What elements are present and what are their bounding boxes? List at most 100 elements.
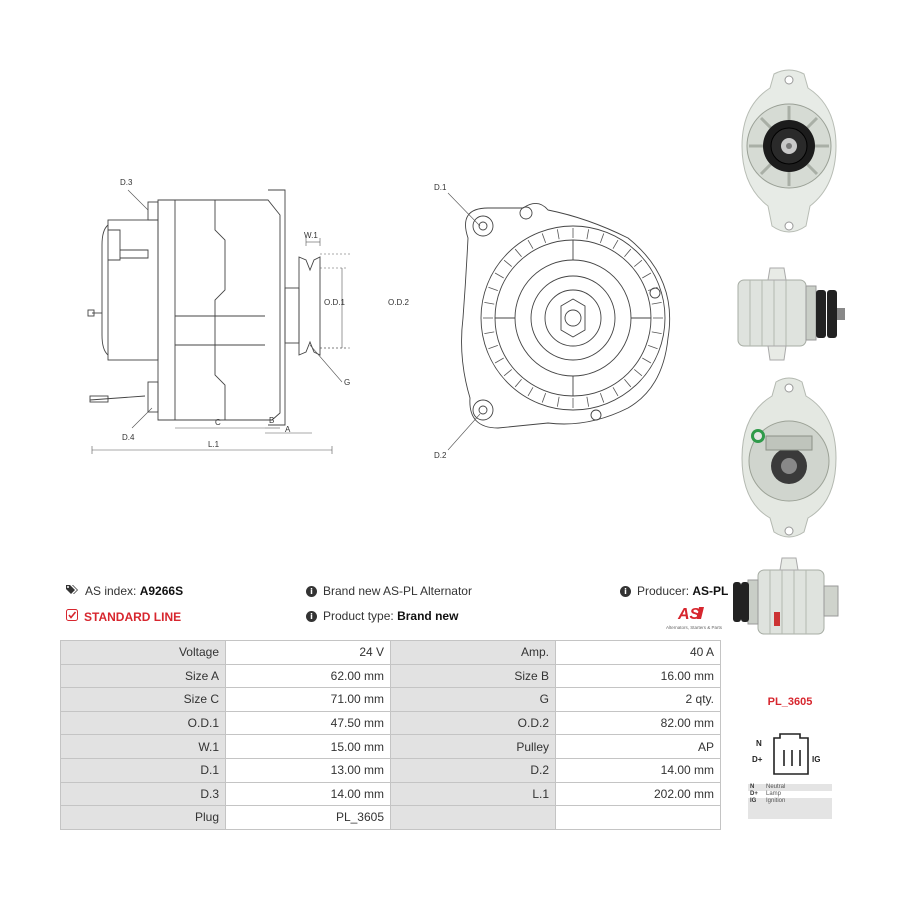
vent-slot — [624, 379, 632, 388]
label-b: B — [269, 416, 274, 425]
vent-slot — [642, 272, 652, 279]
standard-line-label: STANDARD LINE — [84, 609, 182, 624]
legend-desc: Neutral — [764, 784, 832, 791]
label-w1: W.1 — [304, 231, 318, 240]
spec-value: 71.00 mm — [225, 687, 391, 712]
legend-desc: Lamp — [766, 791, 782, 797]
as-index: AS index: A9266S — [66, 584, 183, 598]
product-type-value: Brand new — [397, 609, 459, 623]
spec-value: 14.00 mm — [555, 757, 721, 783]
label-g: G — [344, 378, 350, 387]
producer: i Producer: AS-PL — [620, 584, 728, 598]
vent-slot — [556, 396, 560, 407]
vent-slot — [503, 369, 512, 377]
label-d2: D.2 — [434, 451, 447, 460]
spec-value: 82.00 mm — [555, 710, 721, 736]
vent-slot — [612, 387, 619, 397]
tags-icon — [66, 584, 79, 598]
spec-key: Voltage — [60, 640, 226, 665]
spec-key — [390, 805, 556, 830]
product-photo-side — [737, 267, 845, 361]
label-d3: D.3 — [120, 178, 133, 187]
spec-key: G — [390, 687, 556, 712]
spec-value: 14.00 mm — [225, 781, 391, 807]
vent-slot — [651, 331, 662, 335]
legend-row: D+Lamp — [748, 791, 832, 798]
producer-label: Producer: — [637, 584, 690, 598]
as-logo: AS Alternators, Starters & Parts — [666, 606, 723, 630]
vent-slot — [527, 239, 534, 249]
spec-value: 40 A — [555, 640, 721, 665]
standard-line-badge: STANDARD LINE — [66, 609, 181, 624]
spec-key: O.D.2 — [390, 710, 556, 736]
spec-value: AP — [555, 734, 721, 759]
logo-tagline: Alternators, Starters & Parts — [666, 625, 723, 630]
spec-key: Amp. — [390, 640, 556, 665]
legend-row-empty — [748, 812, 832, 819]
as-index-label: AS index: — [85, 584, 137, 598]
vent-slot — [586, 229, 590, 240]
product-photo-side-angle — [733, 557, 839, 635]
label-d1: D.1 — [434, 183, 447, 192]
vent-slot — [599, 393, 605, 403]
label-l1: L.1 — [208, 440, 220, 449]
label-d4: D.4 — [122, 433, 135, 442]
spec-value: 16.00 mm — [555, 663, 721, 689]
vent-slot — [488, 286, 498, 292]
label-od2: O.D.2 — [388, 298, 409, 307]
legend-code: IG — [748, 798, 764, 805]
vent-slot — [651, 301, 662, 305]
od2-label-holder: O.D.2 — [388, 298, 409, 307]
vent-slot — [494, 272, 504, 279]
info-icon: i — [306, 610, 317, 622]
pin-ig: IG — [812, 755, 820, 764]
vent-slot — [648, 286, 658, 292]
vent-slot — [634, 369, 643, 377]
label-c: C — [215, 418, 221, 427]
vent-slot — [624, 248, 632, 257]
vent-slot — [514, 379, 522, 388]
pin-dplus: D+ — [752, 755, 763, 764]
info-icon: i — [620, 585, 631, 597]
spec-key: Pulley — [390, 734, 556, 759]
vent-slot — [503, 259, 512, 267]
vent-slot — [488, 344, 498, 350]
vent-slot — [484, 331, 495, 335]
legend-code: N — [748, 784, 764, 791]
side-view-drawing: D.3 D.4 W.1 O.D.1 G C B A L.1 — [87, 178, 350, 454]
legend-row-empty — [748, 805, 832, 812]
vent-slot — [541, 393, 547, 403]
spec-value — [555, 805, 721, 830]
label-a: A — [285, 425, 291, 434]
product-photo-rear — [741, 377, 837, 538]
spec-value: 62.00 mm — [225, 663, 391, 689]
producer-value: AS-PL — [692, 584, 729, 598]
spec-key: D.3 — [60, 781, 226, 807]
vent-slot — [527, 387, 534, 397]
description-text: Brand new AS-PL Alternator — [323, 584, 472, 598]
description: i Brand new AS-PL Alternator — [306, 584, 472, 598]
legend-desc: Ignition — [764, 798, 832, 805]
spec-value: 24 V — [225, 640, 391, 665]
label-od1: O.D.1 — [324, 298, 345, 307]
spec-key: Size B — [390, 663, 556, 689]
spec-value: 2 qty. — [555, 687, 721, 712]
spec-key: Size C — [60, 687, 226, 712]
vent-slot — [586, 396, 590, 407]
front-view-drawing: D.1 D.2 — [434, 183, 671, 460]
spec-value: 15.00 mm — [225, 734, 391, 759]
checkbox-checked-icon — [66, 609, 78, 624]
vent-slot — [642, 357, 652, 364]
spec-value: 47.50 mm — [225, 710, 391, 736]
spec-value: PL_3605 — [225, 805, 391, 830]
spec-key: Size A — [60, 663, 226, 689]
